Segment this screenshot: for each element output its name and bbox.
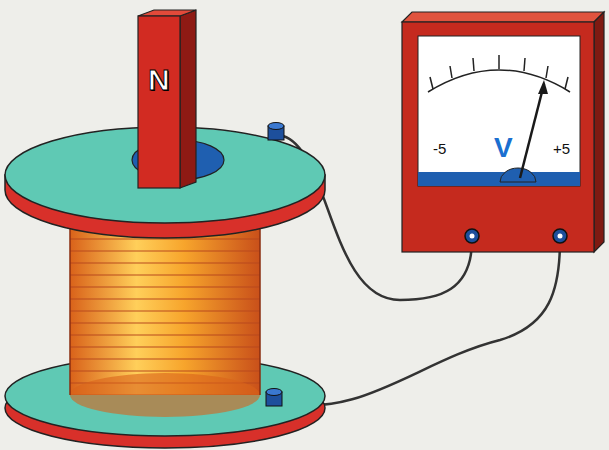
pole-label: N xyxy=(148,65,170,95)
wire xyxy=(282,240,560,405)
coil-terminal xyxy=(266,123,284,407)
bar-magnet xyxy=(138,10,196,188)
scale-value: -5 xyxy=(433,141,446,156)
voltmeter xyxy=(402,12,604,252)
scale-value: +5 xyxy=(553,141,570,156)
unit-label: V xyxy=(494,134,513,162)
